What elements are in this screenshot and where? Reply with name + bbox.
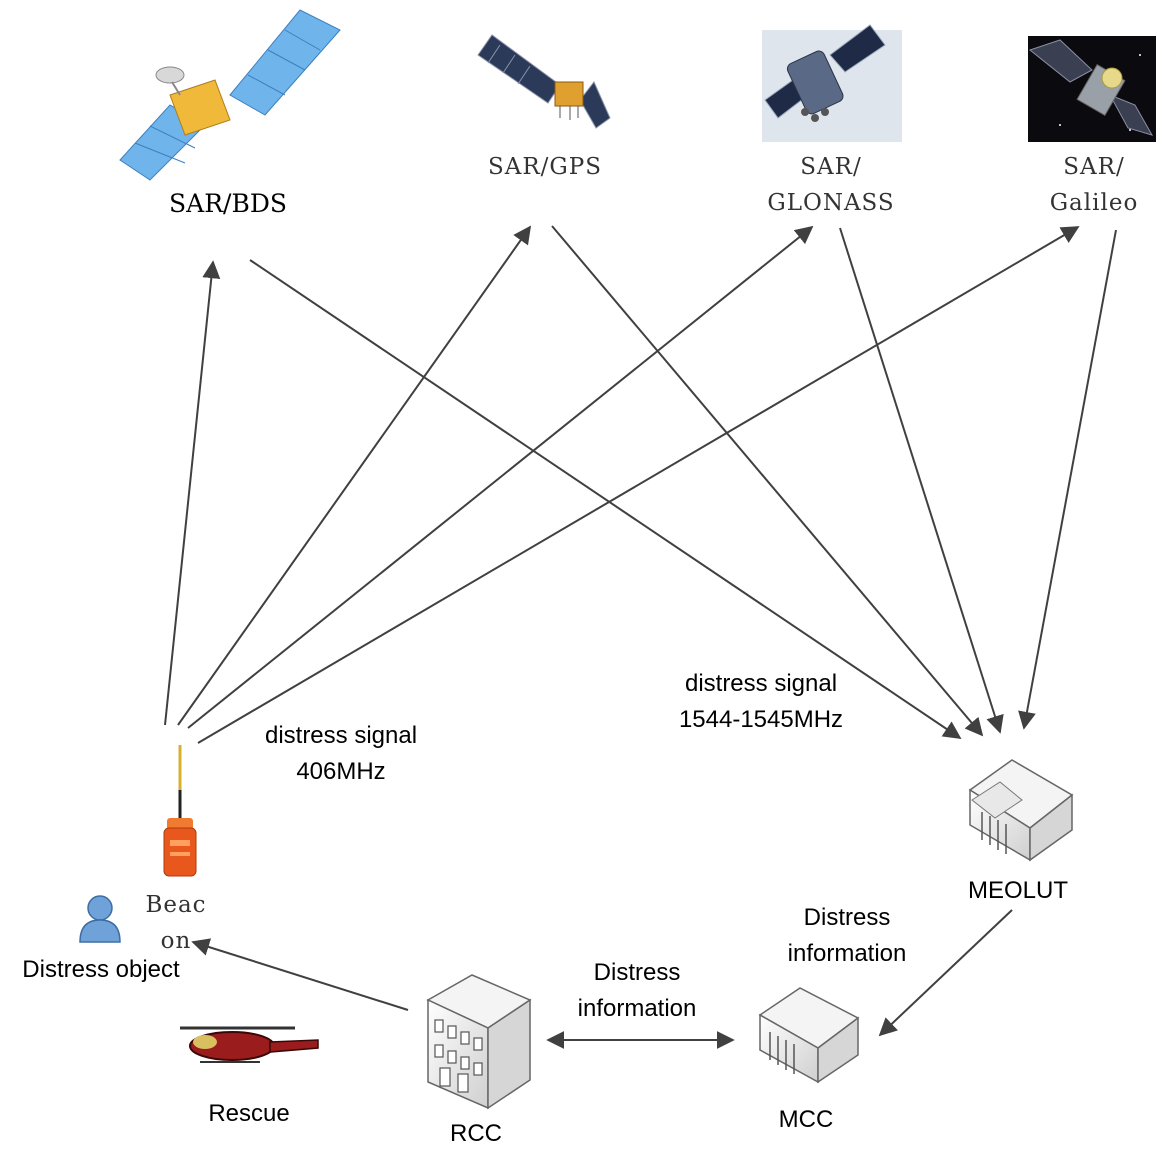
downlink-from-glonass-arrow [839,227,1004,734]
ground-arrows [191,909,1013,1049]
gps-satellite-icon [477,34,611,129]
uplink-to-bds-arrow [164,260,221,726]
downlink-from-bds-arrow [249,259,962,740]
downlink-from-gps-arrow [551,225,984,737]
glonass-satellite-icon [762,24,902,142]
galileo-satellite-icon [1028,36,1156,142]
mcc-building-icon [758,987,860,1084]
meolut-building-icon [968,759,1074,862]
meolut-to-mcc-arrow [878,909,1013,1037]
uplink-to-gps-arrow [177,225,532,726]
rcc-building-icon [426,974,532,1110]
uplink-to-glonass-arrow [187,225,814,729]
rcc-to-object-arrow [191,938,409,1011]
uplink-to-galileo-arrow [197,226,1080,744]
bds-satellite-icon [119,9,341,181]
uplink-arrows [164,225,1080,744]
helicopter-icon [180,1026,319,1063]
downlink-arrows [249,225,1117,740]
downlink-from-galileo-arrow [1018,229,1117,730]
beacon-icon [163,745,197,877]
person-icon [79,895,121,943]
